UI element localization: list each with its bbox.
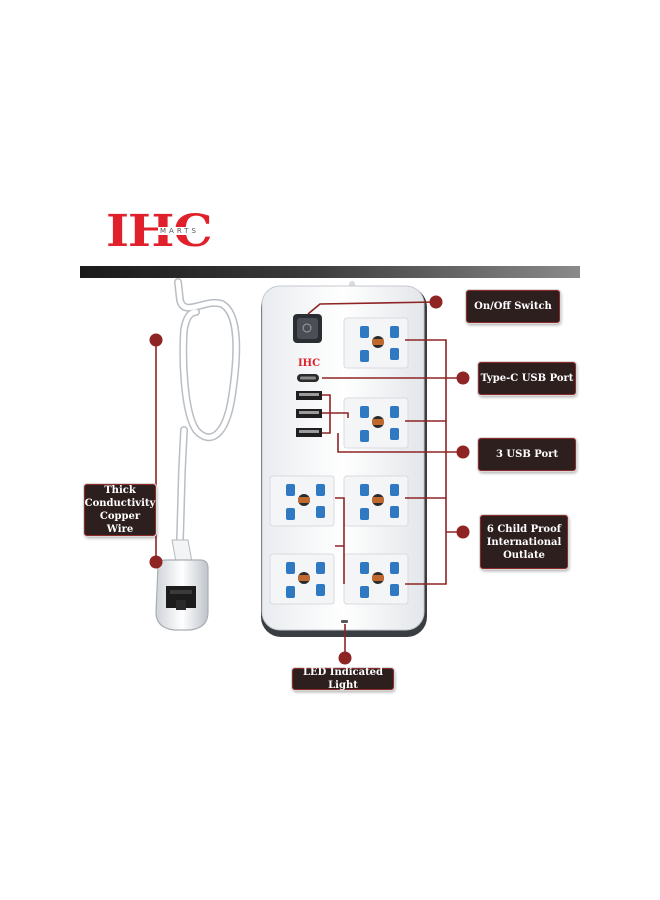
callout-led-light: LED Indicated Light <box>292 667 394 691</box>
usb-a-ports <box>296 391 322 437</box>
callout-outlets-line-3: Outlate <box>503 549 545 561</box>
outlet <box>269 475 335 527</box>
callout-usb-ports-text: 3 USB Port <box>495 449 559 460</box>
callout-outlets-line-2: International <box>486 536 562 548</box>
callout-copper-line-3: Copper Wire <box>99 511 141 535</box>
callout-copper-line-1: Thick <box>104 485 136 496</box>
outlet <box>343 553 409 605</box>
callout-on-off-switch-text: On/Off Switch <box>474 301 552 312</box>
outlets-group <box>269 317 409 605</box>
callout-copper-wire: Thick Conductivity Copper Wire <box>84 484 156 536</box>
header-divider-bar <box>80 266 580 278</box>
uk-plug <box>155 539 209 631</box>
led-indicator <box>341 620 348 623</box>
callout-led-text: LED Indicated Light <box>302 667 384 691</box>
leader-dots <box>149 295 470 665</box>
brand-logo: IHC MARTS <box>106 208 238 256</box>
outlet <box>269 553 335 605</box>
outlet <box>343 397 409 449</box>
on-off-switch <box>293 314 322 343</box>
callout-outlets-line-1: 6 Child Proof <box>486 523 562 535</box>
callout-outlets: 6 Child Proof International Outlate <box>480 515 568 569</box>
callout-copper-line-2: Conductivity <box>84 498 156 509</box>
brand-logo-subtitle: MARTS <box>158 227 201 235</box>
type-c-usb-port <box>297 374 319 382</box>
outlet <box>343 475 409 527</box>
strip-logo: IHC <box>298 358 320 369</box>
outlet <box>343 317 409 369</box>
callout-on-off-switch: On/Off Switch <box>466 290 560 323</box>
callout-type-c-text: Type-C USB Port <box>480 373 574 384</box>
callout-usb-ports: 3 USB Port <box>478 438 576 471</box>
power-strip-body <box>261 285 427 637</box>
callout-type-c-usb-port: Type-C USB Port <box>478 362 576 395</box>
leader-lines <box>155 301 462 656</box>
